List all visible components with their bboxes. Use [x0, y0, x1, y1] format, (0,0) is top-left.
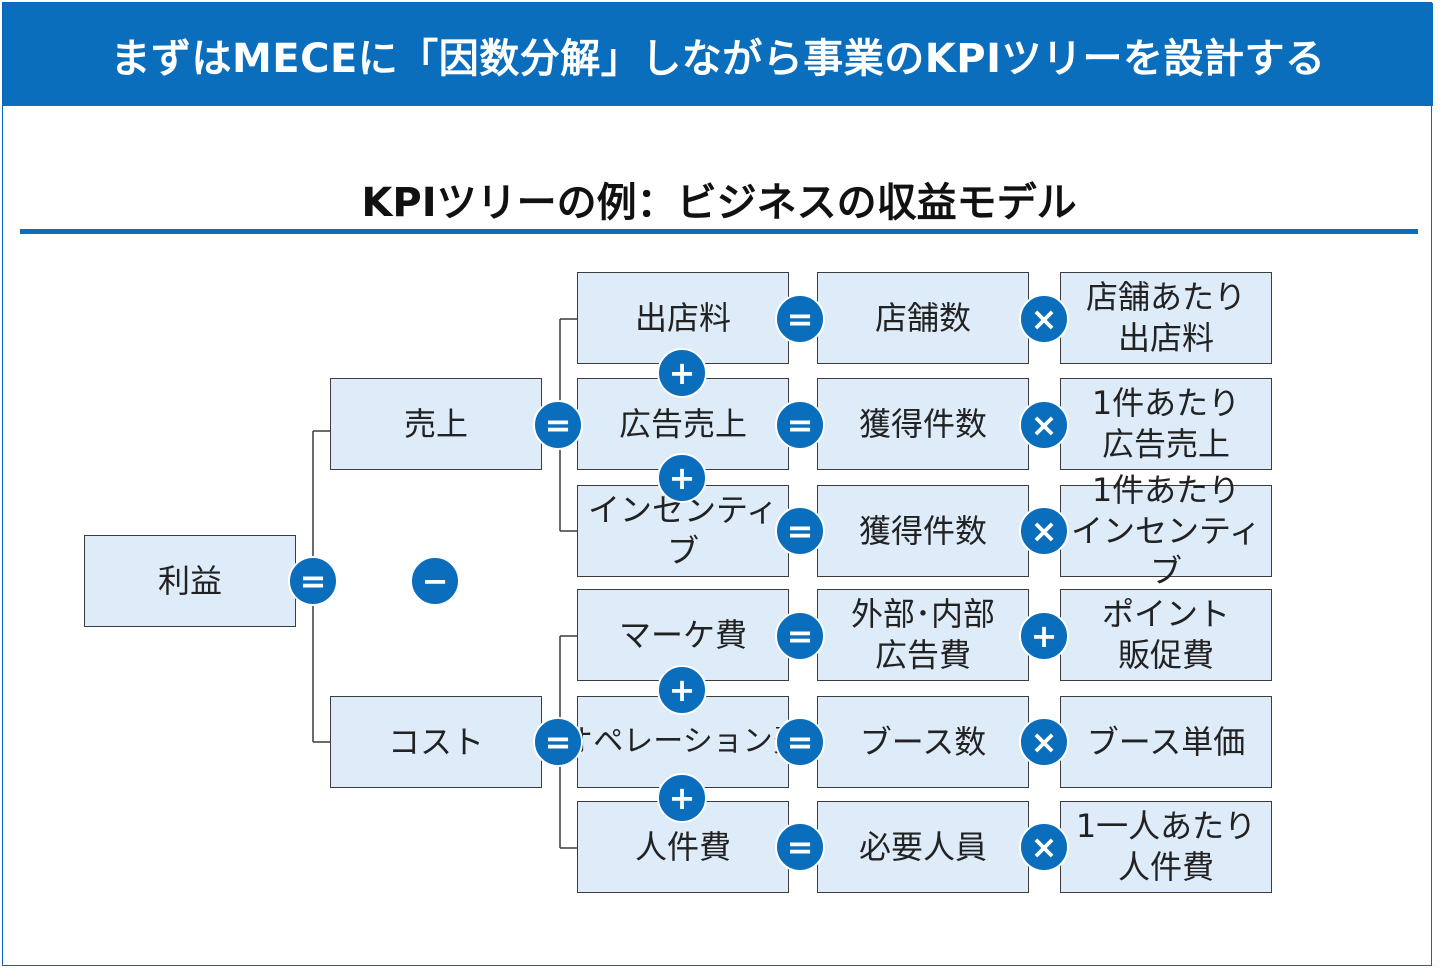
- minus-operator: −: [410, 556, 460, 606]
- plus-operator: +: [657, 348, 707, 398]
- node-factor-label: 外部･内部 広告費: [850, 595, 995, 674]
- plus-operator: +: [657, 665, 707, 715]
- node-sales-label: 売上: [403, 404, 468, 443]
- node-sales-item-label: 出店料: [634, 298, 731, 337]
- node-profit-label: 利益: [157, 561, 222, 600]
- times-operator: ×: [1019, 717, 1069, 767]
- node-factor: 1件あたり 広告売上: [1060, 378, 1272, 470]
- times-operator: ×: [1019, 506, 1069, 556]
- node-profit: 利益: [84, 535, 296, 627]
- plus-operator: +: [657, 773, 707, 823]
- node-factor-label: 1一人あたり 人件費: [1075, 807, 1257, 886]
- node-cost-item-label: マーケ費: [618, 615, 747, 654]
- node-sales-item: インセンティブ: [577, 485, 789, 577]
- node-factor: 獲得件数: [817, 378, 1029, 470]
- node-factor-label: ブース単価: [1086, 722, 1246, 761]
- equals-operator: =: [775, 506, 825, 556]
- node-factor-label: 1件あたり 広告売上: [1091, 384, 1241, 463]
- node-sales-item-label: 広告売上: [618, 404, 747, 443]
- equals-operator: =: [775, 822, 825, 872]
- times-operator: ×: [1019, 822, 1069, 872]
- node-cost-label: コスト: [387, 722, 484, 761]
- node-factor: 店舗数: [817, 272, 1029, 364]
- times-operator: ×: [1019, 400, 1069, 450]
- equals-operator: =: [775, 294, 825, 344]
- equals-operator: =: [288, 556, 338, 606]
- node-factor: ポイント 販促費: [1060, 589, 1272, 681]
- plus-operator: +: [657, 453, 707, 503]
- equals-operator: =: [775, 611, 825, 661]
- node-factor: 1件あたり インセンティブ: [1060, 471, 1272, 590]
- plus-operator: +: [1019, 611, 1069, 661]
- node-factor: 店舗あたり 出店料: [1060, 272, 1272, 364]
- equals-operator: =: [533, 400, 583, 450]
- node-factor-label: 1件あたり インセンティブ: [1070, 471, 1262, 591]
- node-factor-label: 獲得件数: [858, 404, 987, 443]
- slide-title: まずはMECEに「因数分解」しながら事業のKPIツリーを設計する: [110, 35, 1326, 82]
- slide-header: まずはMECEに「因数分解」しながら事業のKPIツリーを設計する: [3, 3, 1433, 106]
- node-factor: 1一人あたり 人件費: [1060, 801, 1272, 893]
- node-factor-label: 店舗あたり 出店料: [1085, 278, 1246, 357]
- equals-operator: =: [533, 717, 583, 767]
- node-factor-label: ブース数: [859, 722, 987, 761]
- node-factor: ブース数: [817, 696, 1029, 788]
- node-factor-label: 店舗数: [874, 298, 971, 337]
- times-operator: ×: [1019, 294, 1069, 344]
- node-cost-item-label: オペレーション費: [563, 723, 803, 759]
- node-factor: ブース単価: [1060, 696, 1272, 788]
- node-factor: 獲得件数: [817, 485, 1029, 577]
- node-cost: コスト: [330, 696, 542, 788]
- node-factor: 必要人員: [817, 801, 1029, 893]
- node-sales: 売上: [330, 378, 542, 470]
- equals-operator: =: [775, 717, 825, 767]
- node-factor-label: 獲得件数: [858, 511, 987, 550]
- node-factor-label: 必要人員: [858, 827, 987, 866]
- node-cost-item-label: 人件費: [634, 827, 731, 866]
- node-factor-label: ポイント 販促費: [1101, 595, 1230, 674]
- equals-operator: =: [775, 400, 825, 450]
- section-subtitle: KPIツリーの例：ビジネスの収益モデル: [361, 180, 1077, 226]
- node-factor: 外部･内部 広告費: [817, 589, 1029, 681]
- subtitle-divider: [20, 229, 1418, 234]
